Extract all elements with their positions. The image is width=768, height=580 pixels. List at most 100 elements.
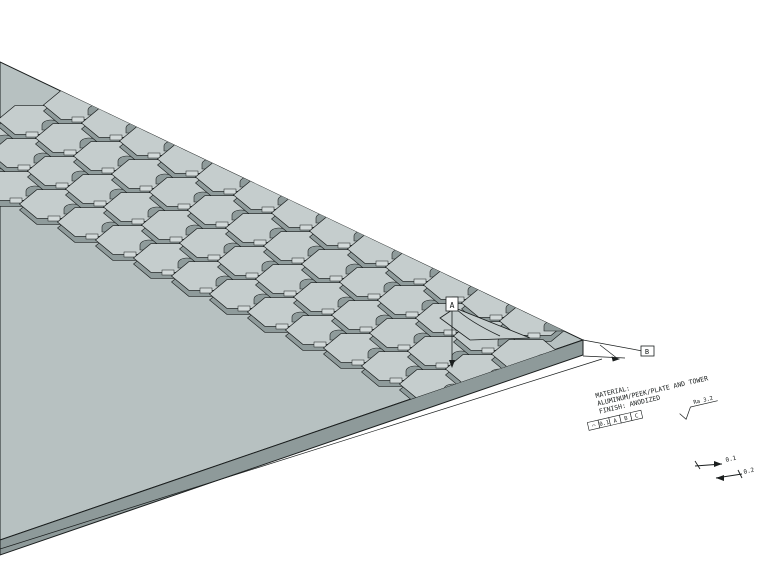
pocket-arc-feature [499,152,519,164]
pocket-floor [484,189,556,219]
pocket-boss [423,62,437,69]
pocket-arc-feature [469,101,489,113]
pocket-boss [123,251,137,258]
pocket-floor [508,90,580,120]
pocket-wall [219,69,289,99]
pocket-boss [155,119,169,126]
pocket-floor [310,62,382,63]
pocket-floor [468,255,540,285]
pocket-wall [485,195,555,225]
pocket-boss [223,188,237,195]
pocket-boss [529,149,543,156]
pocket-wall [363,174,433,204]
pocket-wall [447,177,517,207]
pocket-arc-feature [272,45,290,55]
pocket-floor [88,75,160,105]
pocket-boss [391,194,405,201]
pocket-arc-feature [431,83,451,95]
pocket-arc-feature [377,131,397,143]
pocket-boss [453,113,467,120]
pocket-floor [316,183,388,213]
pocket-arc-feature [453,167,473,179]
pocket-wall [409,159,479,189]
pocket-boss [507,65,521,72]
pocket-boss [429,212,443,219]
pocket-wall [311,62,381,69]
pocket-wall [523,213,583,243]
pocket-wall [493,162,563,192]
pocket-wall [295,105,365,135]
pocket-wall [279,171,349,201]
tolerance-callout[interactable]: 0.1 0.2 [694,455,755,481]
pocket-boss [253,239,267,246]
pocket-boss [117,101,131,108]
pocket-floor [256,81,328,111]
pocket-boss [163,86,177,93]
pocket-floor [462,105,534,135]
pocket-boss [161,269,175,276]
pocket-boss [101,167,115,174]
pocket-arc-feature [445,200,465,212]
drawing-notes[interactable]: MATERIAL: ALUMINUM/PEEK/PLATE AND TOWER … [581,366,720,441]
pocket-wall [431,243,501,273]
pocket-boss [269,173,283,180]
pocket-boss [139,185,153,192]
pocket-wall [303,72,373,102]
pocket-boss [481,347,495,354]
pocket-boss [169,236,183,243]
pocket-boss [109,134,123,141]
pocket-boss [543,266,557,273]
tolerance-upper: 0.1 [725,455,738,464]
pocket-wall [395,62,465,72]
pocket-wall [241,153,311,183]
pocket-boss [367,293,381,300]
pocket-floor [370,135,442,165]
pocket-boss [299,224,313,231]
pocket-boss [275,323,289,330]
pocket-floor [430,237,502,267]
pocket-boss [369,110,383,117]
pocket-boss [331,92,345,99]
pocket-arc-feature [437,233,457,245]
pocket-floor [424,87,496,117]
pocket-floor [438,204,510,234]
pocket-boss [313,341,327,348]
pocket-boss [505,248,519,255]
pocket-boss [513,215,527,222]
pocket-boss [375,260,389,267]
pocket-floor [228,31,297,60]
pocket-floor [278,165,350,195]
pocket-floor [294,99,366,129]
pocket-arc-feature [255,110,275,122]
pocket-floor [210,96,282,126]
pocket-boss [359,326,373,333]
pocket-wall [393,225,463,255]
pocket-boss [377,77,391,84]
pocket-wall [349,62,419,87]
pocket-floor [180,62,252,75]
pocket-boss [231,155,245,162]
pocket-boss [405,311,419,318]
pocket-wall [135,66,205,96]
pocket-boss [467,230,481,237]
datum-a-marker[interactable]: A [445,296,459,368]
pocket-arc-feature [133,89,153,101]
pocket-boss [351,359,365,366]
pocket-wall [89,81,159,111]
pocket-floor [354,201,426,231]
pocket-arc-feature [559,254,579,266]
datum-b-marker[interactable]: B [640,345,655,357]
pocket-arc-feature [209,125,229,137]
pocket-floor [332,117,404,147]
pocket-wall [249,120,319,150]
pocket-boss [185,170,199,177]
pocket-wall [479,62,549,75]
pocket-arc-feature [347,80,367,92]
pocket-arc-feature [440,51,458,61]
pocket-floor [378,102,450,132]
pocket-arc-feature [491,185,511,197]
pocket-wall [173,84,243,114]
pocket-wall [355,207,425,237]
pocket-arc-feature [515,86,535,98]
